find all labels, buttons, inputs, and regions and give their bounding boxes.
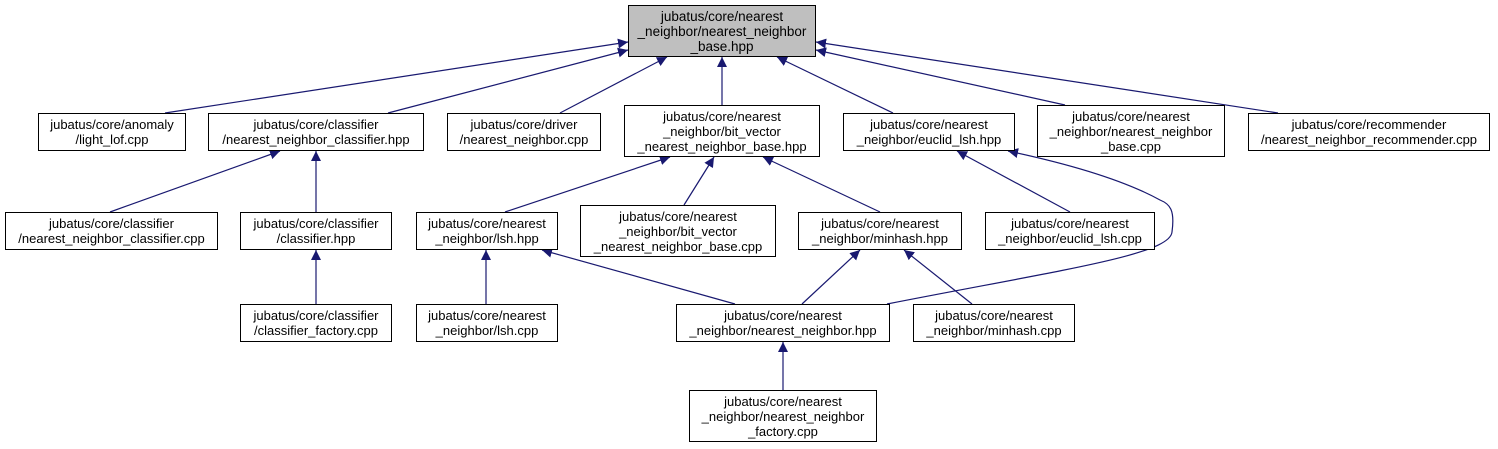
edge-classifier-nn-hpp-to-root [387, 47, 629, 114]
edge-nn-hpp-to-minhash-hpp [801, 249, 861, 305]
node-minhash-hpp[interactable]: jubatus/core/nearest _neighbor/minhash.h… [798, 212, 962, 250]
node-label: jubatus/core/nearest _neighbor/minhash.h… [812, 216, 948, 246]
node-driver-nearest-neighbor-cpp[interactable]: jubatus/core/driver /nearest_neighbor.cp… [447, 113, 601, 151]
node-label: jubatus/core/nearest _neighbor/bit_vecto… [593, 208, 763, 254]
node-label: jubatus/core/classifier /nearest_neighbo… [18, 216, 205, 246]
edge-minhash-hpp-to-bit-vector-nn-base-hpp [762, 156, 881, 213]
edges-layer [109, 38, 1279, 390]
node-label: jubatus/core/driver /nearest_neighbor.cp… [459, 117, 589, 147]
node-euclid-lsh-hpp[interactable]: jubatus/core/nearest _neighbor/euclid_ls… [843, 113, 1015, 151]
node-anomaly-light-lof-cpp[interactable]: jubatus/core/anomaly /light_lof.cpp [38, 113, 186, 151]
node-nearest-neighbor-classifier-cpp[interactable]: jubatus/core/classifier /nearest_neighbo… [5, 212, 218, 250]
node-classifier-hpp[interactable]: jubatus/core/classifier /classifier.hpp [240, 212, 392, 250]
edge-classifier-nn-cpp-to-classifier-nn-hpp [109, 149, 281, 213]
node-label: jubatus/core/nearest _neighbor/nearest_n… [701, 393, 865, 439]
node-label: jubatus/core/classifier /classifier_fact… [253, 308, 379, 338]
node-label: jubatus/core/nearest _neighbor/minhash.c… [926, 308, 1062, 338]
node-label: jubatus/core/nearest _neighbor/nearest_n… [689, 308, 877, 338]
node-label: jubatus/core/nearest _neighbor/euclid_ls… [998, 216, 1142, 246]
node-minhash-cpp[interactable]: jubatus/core/nearest _neighbor/minhash.c… [913, 304, 1075, 342]
node-label: jubatus/core/nearest _neighbor/nearest_n… [637, 8, 807, 54]
node-label: jubatus/core/recommender /nearest_neighb… [1260, 117, 1478, 147]
edge-lsh-hpp-to-bit-vector-nn-base-hpp [504, 155, 671, 213]
node-classifier-factory-cpp[interactable]: jubatus/core/classifier /classifier_fact… [240, 304, 392, 342]
node-nearest-neighbor-factory-cpp[interactable]: jubatus/core/nearest _neighbor/nearest_n… [689, 390, 877, 442]
node-nearest-neighbor-base-cpp[interactable]: jubatus/core/nearest _neighbor/nearest_n… [1037, 105, 1225, 157]
node-label: jubatus/core/classifier /classifier.hpp [253, 216, 379, 246]
edge-nn-hpp-to-euclid-lsh-hpp [886, 148, 1174, 305]
node-label: jubatus/core/nearest _neighbor/bit_vecto… [637, 108, 807, 154]
node-nearest-neighbor-base-hpp[interactable]: jubatus/core/nearest _neighbor/nearest_n… [628, 5, 816, 57]
node-label: jubatus/core/nearest _neighbor/euclid_ls… [856, 117, 1002, 147]
node-nearest-neighbor-classifier-hpp[interactable]: jubatus/core/classifier /nearest_neighbo… [208, 113, 424, 151]
node-label: jubatus/core/classifier /nearest_neighbo… [222, 117, 410, 147]
node-bit-vector-nearest-neighbor-base-hpp[interactable]: jubatus/core/nearest _neighbor/bit_vecto… [624, 105, 820, 157]
edge-bit-vector-nn-base-cpp-to-bit-vector-nn-base-hpp [683, 156, 715, 206]
edge-euclid-lsh-cpp-to-euclid-lsh-hpp [956, 150, 1071, 213]
node-euclid-lsh-cpp[interactable]: jubatus/core/nearest _neighbor/euclid_ls… [985, 212, 1155, 250]
edge-nn-hpp-to-lsh-hpp [541, 247, 736, 305]
edge-euclid-lsh-hpp-to-root [776, 56, 894, 114]
edge-recommender-nn-cpp-to-root [815, 38, 1279, 114]
edge-anomaly-light-lof-to-root [164, 38, 629, 114]
edge-driver-nn-cpp-to-root [559, 56, 668, 114]
edge-minhash-cpp-to-minhash-hpp [903, 249, 973, 305]
edge-nn-base-cpp-to-root [815, 47, 1066, 106]
node-bit-vector-nearest-neighbor-base-cpp[interactable]: jubatus/core/nearest _neighbor/bit_vecto… [580, 205, 776, 257]
node-lsh-cpp[interactable]: jubatus/core/nearest _neighbor/lsh.cpp [416, 304, 558, 342]
node-label: jubatus/core/nearest _neighbor/lsh.cpp [428, 308, 546, 338]
node-label: jubatus/core/nearest _neighbor/lsh.hpp [428, 216, 546, 246]
node-lsh-hpp[interactable]: jubatus/core/nearest _neighbor/lsh.hpp [416, 212, 558, 250]
node-label: jubatus/core/nearest _neighbor/nearest_n… [1049, 108, 1213, 154]
node-nearest-neighbor-recommender-cpp[interactable]: jubatus/core/recommender /nearest_neighb… [1248, 113, 1490, 151]
node-label: jubatus/core/anomaly /light_lof.cpp [50, 117, 174, 147]
node-nearest-neighbor-hpp[interactable]: jubatus/core/nearest _neighbor/nearest_n… [676, 304, 890, 342]
